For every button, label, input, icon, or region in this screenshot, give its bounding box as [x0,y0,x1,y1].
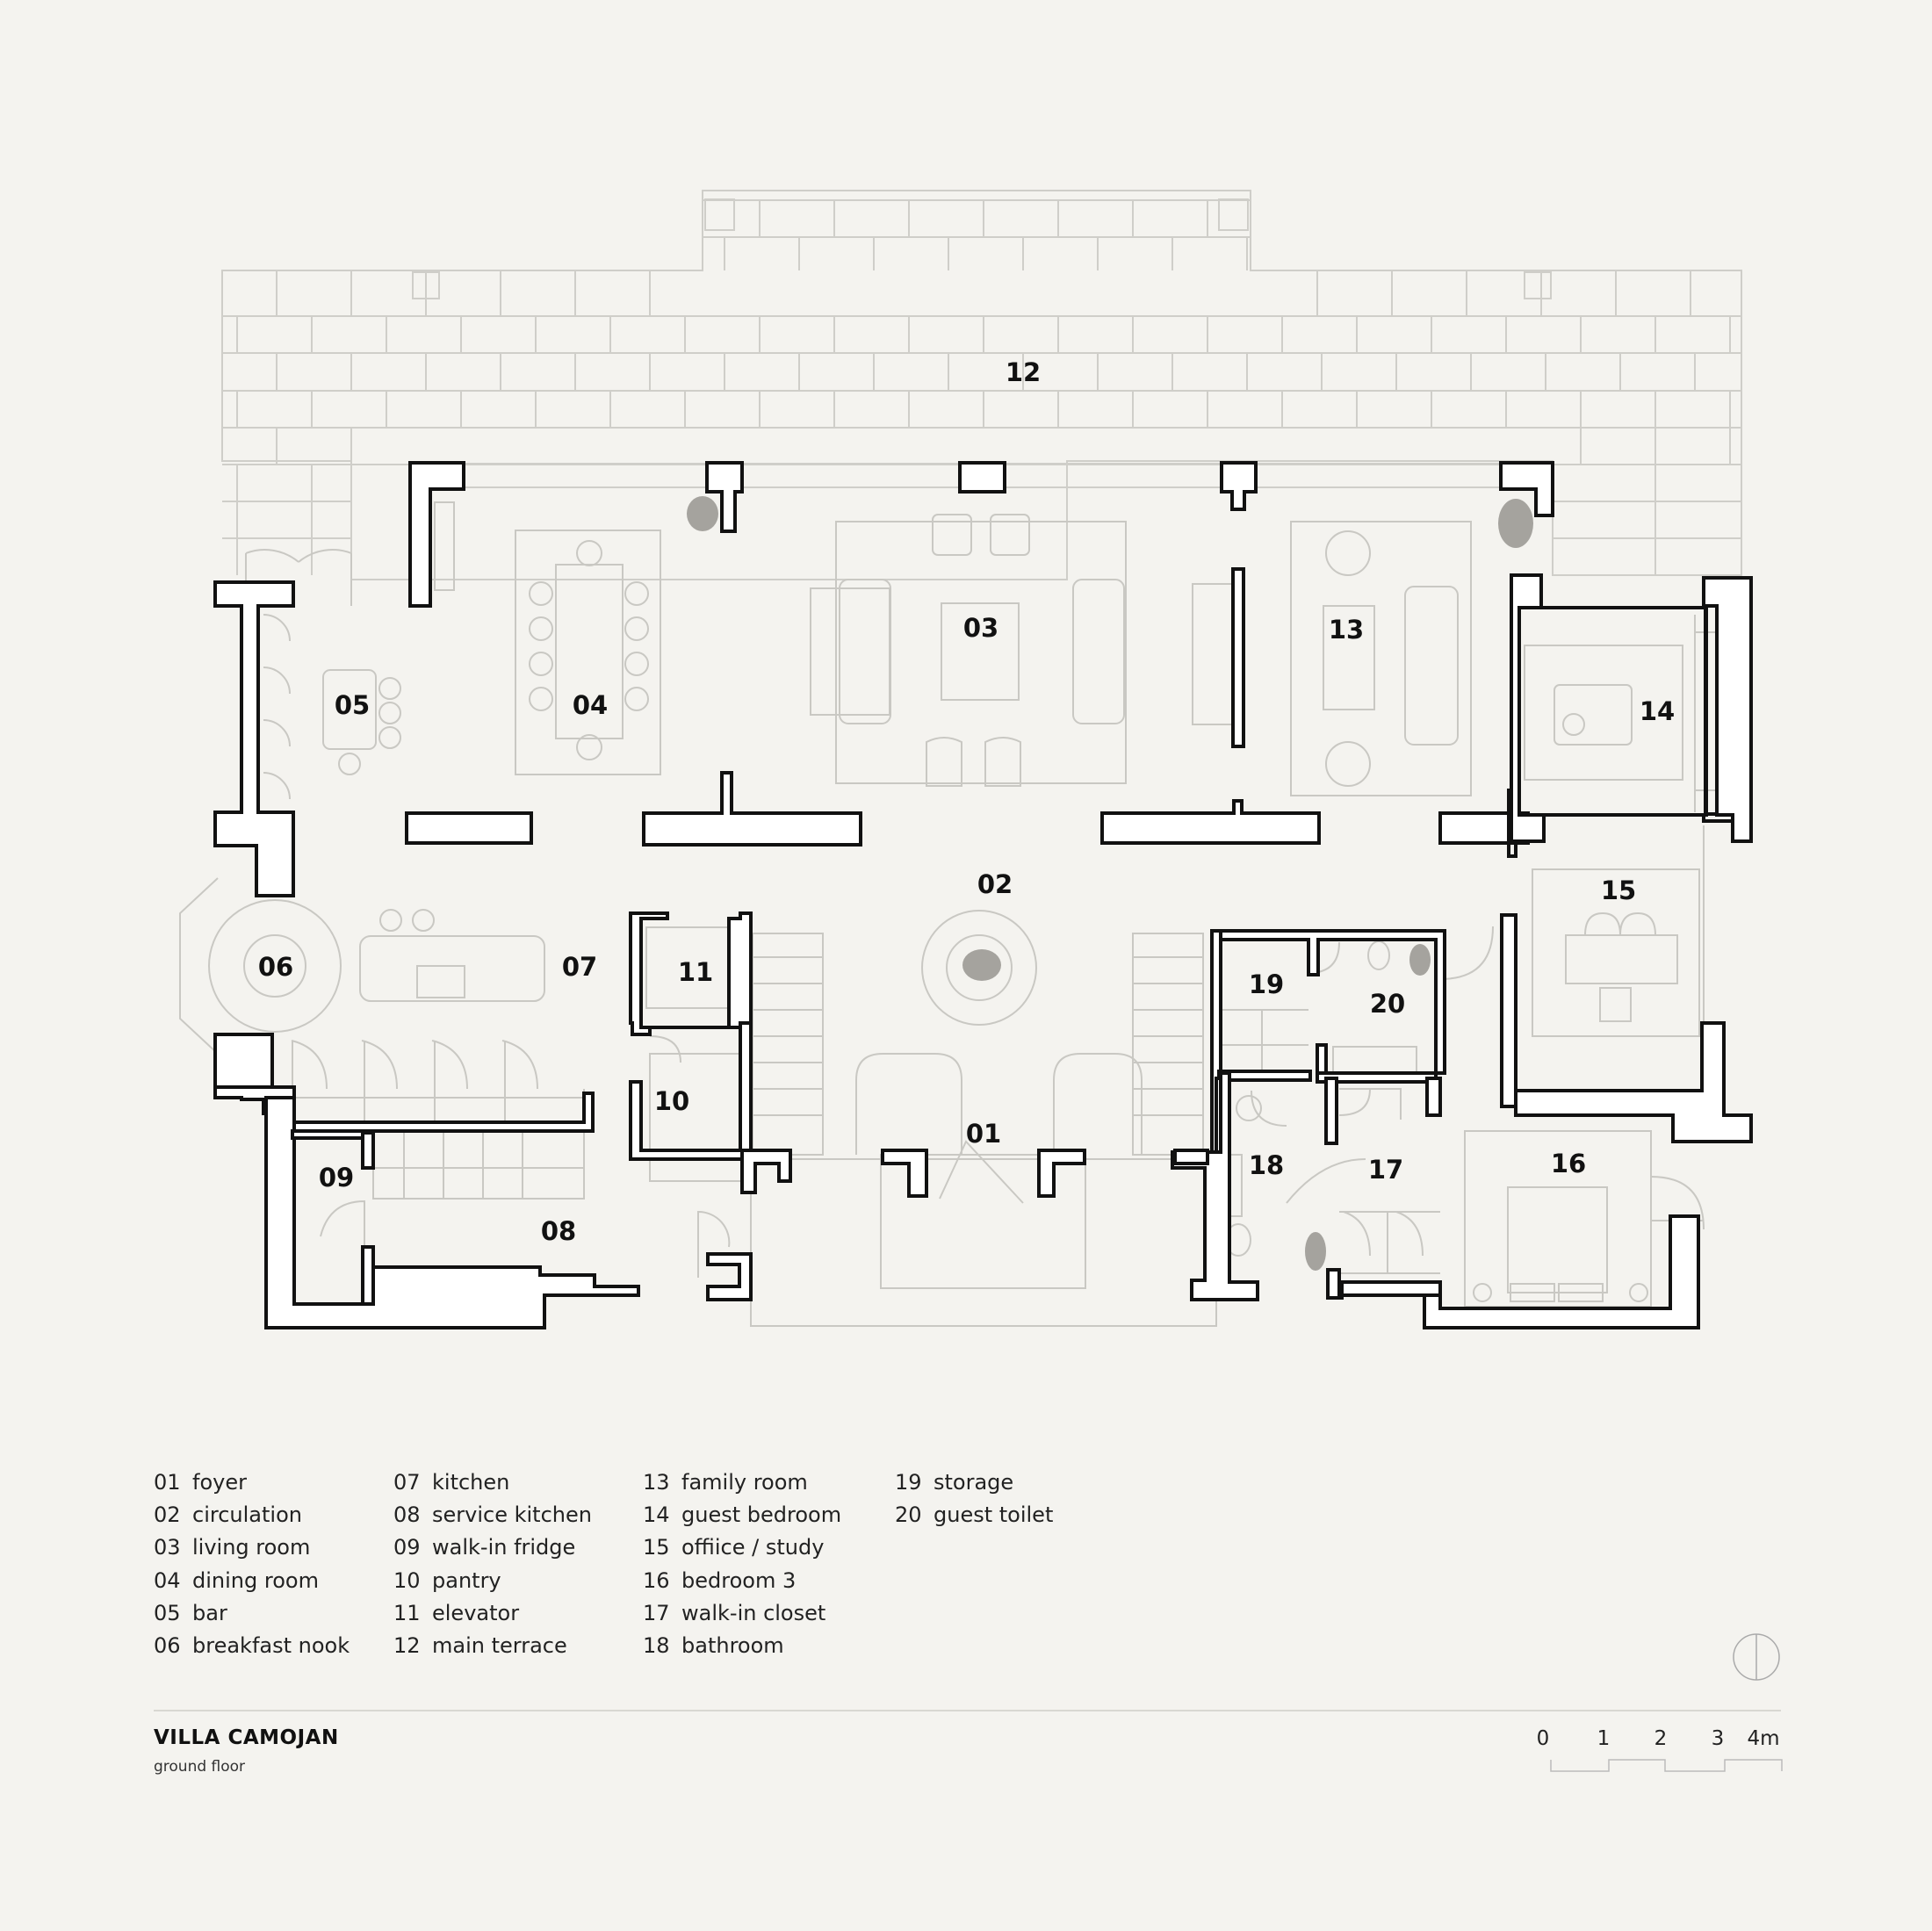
legend-name: walk-in closet [681,1600,826,1625]
legend-name: bar [192,1600,227,1625]
room-label-12: 12 [1006,357,1041,387]
scale-label: 2 [1654,1727,1668,1750]
legend-column-3: 13 family room 14 guest bedroom 15 offiice … [643,1466,898,1662]
room-label-15: 15 [1601,875,1636,905]
furniture [179,501,1717,1327]
legend-code: 17 [643,1600,670,1625]
scale-bar [1550,1759,1783,1772]
room-label-04: 04 [573,690,608,720]
legend-item: 12 main terrace [393,1630,648,1662]
legend-item: 11 elevator [393,1597,648,1630]
legend-item: 15 offiice / study [643,1531,898,1564]
legend-name: bedroom 3 [681,1567,797,1593]
legend-code: 18 [643,1632,670,1658]
room-label-11: 11 [678,957,713,987]
legend-name: kitchen [432,1470,510,1495]
room-label-13: 13 [1329,615,1364,645]
legend-code: 15 [643,1535,670,1560]
legend-column-2: 07 kitchen 08 service kitchen 09 walk-in fr… [393,1466,648,1662]
legend-name: pantry [432,1567,501,1593]
legend-code: 08 [393,1502,421,1528]
legend-code: 19 [895,1470,922,1495]
room-label-08: 08 [541,1216,576,1246]
legend-name: bathroom [681,1632,784,1658]
legend-code: 09 [393,1535,421,1560]
room-label-05: 05 [335,690,370,720]
legend-item: 19 storage [895,1466,1150,1499]
room-label-03: 03 [963,613,998,643]
legend-code: 12 [393,1632,421,1658]
legend-item: 07 kitchen [393,1466,648,1499]
legend-column-4: 19 storage 20 guest toilet [895,1466,1150,1531]
legend-code: 05 [154,1600,181,1625]
legend-code: 13 [643,1470,670,1495]
legend-item: 10 pantry [393,1565,648,1597]
legend-code: 16 [643,1567,670,1593]
legend-name: service kitchen [432,1502,592,1528]
legend-code: 07 [393,1470,421,1495]
legend-item: 09 walk-in fridge [393,1531,648,1564]
legend-item: 18 bathroom [643,1630,898,1662]
legend-name: dining room [192,1567,319,1593]
legend-item: 14 guest bedroom [643,1499,898,1531]
room-label-01: 01 [966,1119,1001,1149]
legend-name: offiice / study [681,1535,825,1560]
legend-item: 02 circulation [154,1499,408,1531]
legend-column-1: 01 foyer 02 circulation 03 living room 04 di… [154,1466,408,1662]
plants [687,496,1533,1271]
scale-label: 4m [1747,1727,1780,1750]
legend-code: 03 [154,1535,181,1560]
legend-code: 20 [895,1502,922,1528]
room-label-06: 06 [258,952,293,982]
project-title: VILLA CAMOJAN [154,1726,339,1749]
legend-name: elevator [432,1600,520,1625]
legend-item: 13 family room [643,1466,898,1499]
legend-item: 08 service kitchen [393,1499,648,1531]
legend-item: 20 guest toilet [895,1499,1150,1531]
room-label-20: 20 [1370,989,1405,1019]
legend-item: 01 foyer [154,1466,408,1499]
legend-item: 04 dining room [154,1565,408,1597]
scale-label: 3 [1711,1727,1725,1750]
legend-code: 01 [154,1470,181,1495]
legend-code: 02 [154,1502,181,1528]
legend-item: 05 bar [154,1597,408,1630]
legend-name: walk-in fridge [432,1535,576,1560]
room-label-02: 02 [977,869,1013,899]
walls [213,461,1753,1329]
scale-label: 0 [1536,1727,1550,1750]
legend-name: living room [192,1535,311,1560]
legend-name: guest bedroom [681,1502,842,1528]
legend-name: circulation [192,1502,302,1528]
legend-name: family room [681,1470,808,1495]
legend-name: storage [934,1470,1014,1495]
room-label-14: 14 [1640,696,1675,726]
room-label-10: 10 [654,1086,689,1116]
room-label-09: 09 [319,1163,354,1192]
room-label-07: 07 [562,952,597,982]
floor-subtitle: ground floor [154,1758,246,1776]
legend-item: 16 bedroom 3 [643,1565,898,1597]
legend-item: 17 walk-in closet [643,1597,898,1630]
room-labels: 01 02 03 04 05 06 07 08 09 10 11 12 13 1… [258,357,1675,1246]
room-label-16: 16 [1551,1149,1586,1178]
legend-code: 14 [643,1502,670,1528]
legend-name: guest toilet [934,1502,1054,1528]
legend-name: main terrace [432,1632,567,1658]
legend-code: 06 [154,1632,181,1658]
legend-item: 06 breakfast nook [154,1630,408,1662]
room-label-18: 18 [1249,1150,1284,1180]
legend-code: 04 [154,1567,181,1593]
room-label-19: 19 [1249,969,1284,999]
scale-label: 1 [1597,1727,1611,1750]
legend-name: breakfast nook [192,1632,350,1658]
legend-code: 11 [393,1600,421,1625]
room-label-17: 17 [1368,1155,1403,1185]
legend-item: 03 living room [154,1531,408,1564]
legend-code: 10 [393,1567,421,1593]
divider [154,1710,1781,1711]
north-arrow-icon [1733,1633,1780,1681]
legend-name: foyer [192,1470,247,1495]
